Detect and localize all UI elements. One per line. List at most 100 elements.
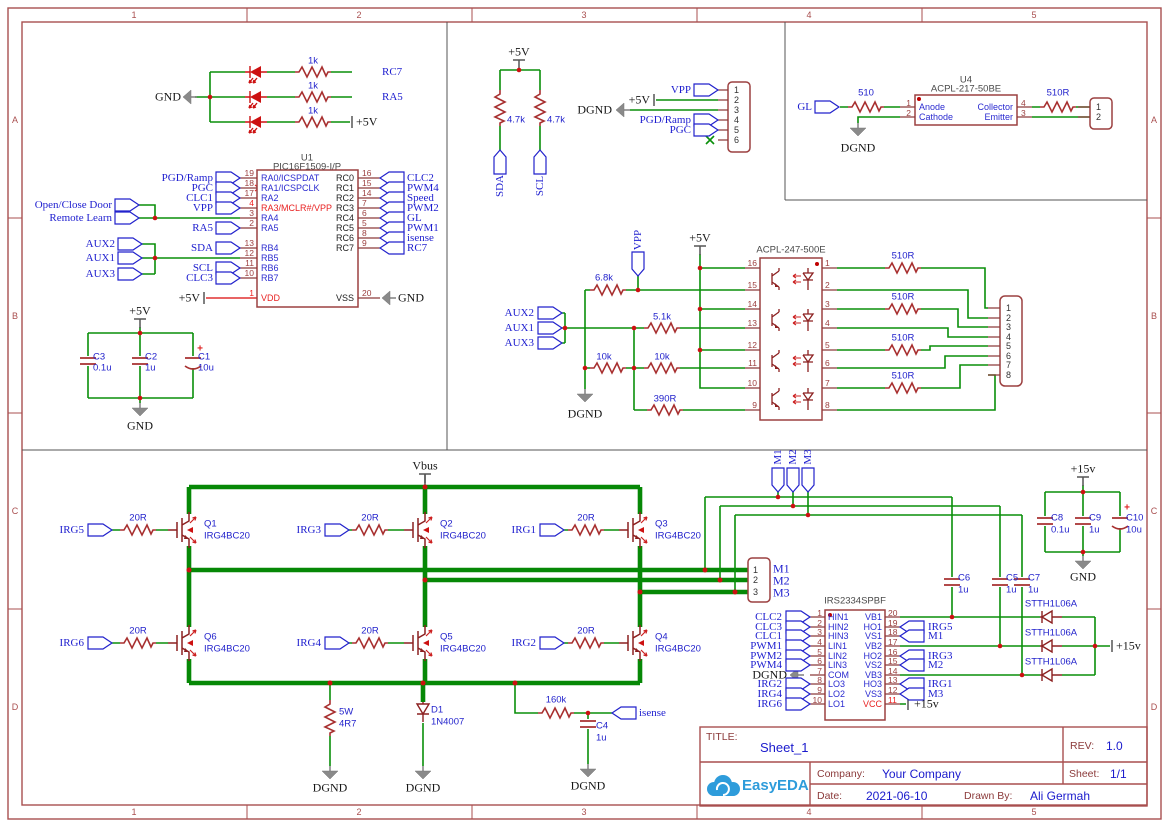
text-connpin-1: 1 [1006,303,1012,313]
text-frame-c: C [11,506,19,516]
text-pin-5: 5 [817,647,822,657]
text-net-m3: M3 [928,688,944,700]
text-pin-13: 13 [747,318,757,328]
text-pin-13: 13 [244,238,254,248]
text-connpin-6: 6 [1006,351,1012,361]
text-connpin-2: 2 [1006,313,1012,323]
text-mlabel-m3: M3 [773,585,790,600]
text-val-c2: C2 [145,351,158,363]
text-pwr-gnd: GND [1070,569,1096,584]
text-pwr-gnd: GND [398,290,424,305]
text-pin-15: 15 [888,656,898,666]
text-pname-ra4: RA4 [261,213,279,223]
text-pname-ra0-icspdat: RA0/ICSPDAT [261,173,320,183]
pin-stubs [240,89,1090,705]
text-ref-pic16f1509-i-p: PIC16F1509-I/P [272,161,342,173]
text-pin-5: 5 [825,340,830,350]
text-net-irg1: IRG1 [928,678,953,690]
date-value: 2021-06-10 [866,789,928,803]
drawn-by-value: Ali Germah [1030,789,1091,803]
text-pwr--5v: +5V [356,114,378,129]
text-val-510r: 510R [891,332,915,344]
motor-connector [747,557,771,603]
text-ref-acpl-217-50be: ACPL-217-50BE [930,83,1002,95]
text-pin-1: 1 [906,98,911,108]
text-val-0-1u: 0.1u [1051,524,1070,536]
text-net-m2: M2 [928,659,944,671]
text-net-aux1: AUX1 [85,252,115,264]
text-net-vpp: VPP [670,84,691,96]
text-pname-hin2: HIN2 [828,622,849,632]
text-pnameb-rc6: RC6 [335,233,354,243]
text-connpin-2: 2 [1096,112,1102,122]
text-val-q1: Q1 [204,518,217,530]
company-value: Your Company [882,767,961,781]
text-net-pgd-ramp: PGD/Ramp [639,114,691,126]
text-net-gl: GL [407,212,422,224]
text-net-clc2: CLC2 [407,172,434,184]
text-net-irg5: IRG5 [59,524,84,536]
text-val-d1: D1 [431,704,444,716]
text-connpin-2: 2 [734,95,740,105]
title-label: TITLE: [706,731,738,743]
capacitor-plates [80,357,1129,728]
text-pin-17: 17 [888,637,898,647]
text-frame-4: 4 [806,10,812,20]
text-net-pwm2: PWM2 [407,202,439,214]
text-net-pwm2: PWM2 [750,650,782,662]
sheet-title: Sheet_1 [760,740,809,755]
text-pname-ra1-icspclk: RA1/ICSPCLK [261,183,320,193]
text-frame-1: 1 [131,10,137,20]
text-net-aux1: AUX1 [504,322,534,334]
text-net-ra5: RA5 [382,91,403,103]
sheet-label: Sheet: [1069,768,1100,780]
text-pwr-dgnd: DGND [570,778,606,793]
text-pwr-gnd: GND [155,89,181,104]
text-val-20r: 20R [129,512,147,524]
sheet-frame [7,7,1162,820]
text-net-scl: SCL [534,175,546,197]
text-connpin-5: 5 [734,125,740,135]
text-pname-lo1: LO1 [828,699,846,709]
text-plus--: + [1124,502,1130,514]
text-connpin-4: 4 [734,115,740,125]
text-val-c10: C10 [1126,512,1144,524]
text-net-gl: GL [797,101,812,113]
text-pname-lin1: LIN1 [828,641,848,651]
text-net-pwm4: PWM4 [750,659,782,671]
text-pin-12: 12 [888,685,898,695]
text-pinr-4: 4 [249,198,254,208]
text-pname-emitter: Emitter [984,112,1013,122]
text-mlabel-m2: M2 [773,573,790,588]
power-buses [186,484,748,702]
text-frame-b: B [11,311,19,321]
text-pin-14: 14 [747,299,757,309]
text-val-c8: C8 [1051,512,1064,524]
text-val-c1: C1 [198,351,211,363]
text-ref-acpl-247-500e: ACPL-247-500E [756,244,826,256]
text-net-pgc: PGC [669,124,691,136]
irs2334-body [824,609,886,721]
text-val-10k: 10k [596,351,612,363]
text-pin-4: 4 [1021,98,1026,108]
text-pname-lin3: LIN3 [828,660,848,670]
u1-pic16f1509-body [256,169,359,308]
easyeda-logo-icon [707,775,740,796]
text-pin-5: 5 [362,218,367,228]
text-pin-1: 1 [817,608,822,618]
text-pin-3: 3 [817,627,822,637]
text-pin-12: 12 [747,340,757,350]
text-val-10u: 10u [198,362,214,374]
text-frame-3: 3 [581,10,587,20]
text-pname-vb2: VB2 [864,641,882,651]
text-connpin-8: 8 [1006,370,1012,380]
text-net-m1: M1 [928,630,944,642]
text-val-q6: Q6 [204,631,217,643]
text-net-remote-learn: Remote Learn [49,212,112,224]
text-val-irg4bc20: IRG4BC20 [204,643,250,655]
text-frame-a: A [1150,115,1158,125]
text-net-rc7: RC7 [407,242,428,254]
drawn-by-label: Drawn By: [964,790,1013,802]
company-label: Company: [817,768,865,780]
